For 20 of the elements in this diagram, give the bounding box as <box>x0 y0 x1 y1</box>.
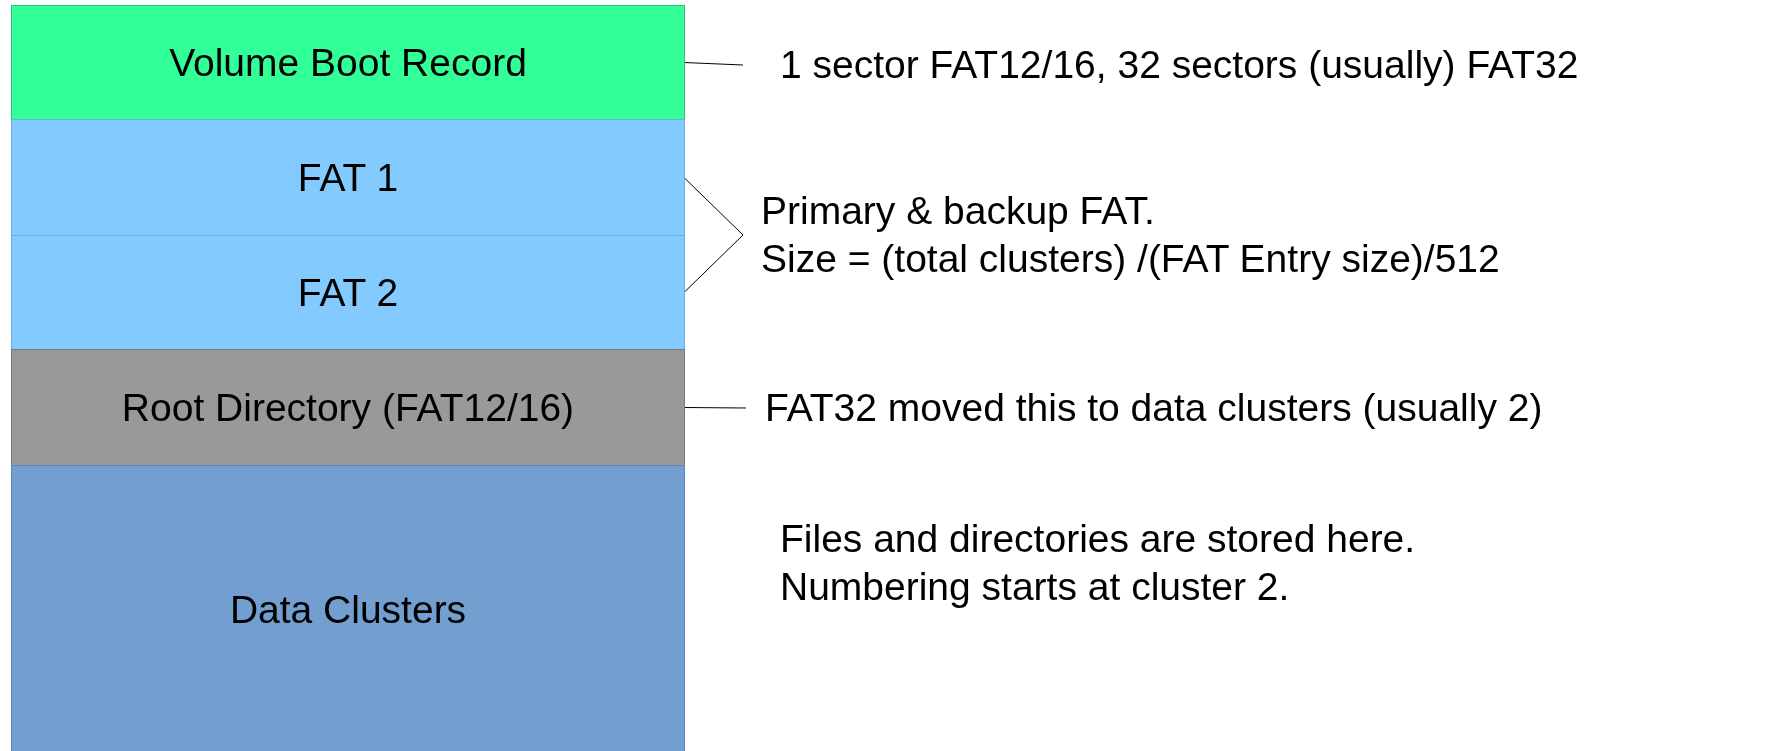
layer-block <box>11 235 685 350</box>
annotation-text: Primary & backup FAT. <box>761 188 1156 235</box>
annotation-text: Size = (total clusters) /(FAT Entry size)/512 <box>761 236 1501 282</box>
layer-block <box>11 5 685 120</box>
annotation-text: Numbering starts at cluster 2. <box>780 563 1291 610</box>
annotation-text: Files and directories are stored here. <box>780 516 1416 562</box>
connector-line <box>683 177 744 236</box>
connector-line <box>683 234 744 293</box>
layer-label: Data Clusters <box>229 587 467 634</box>
layer-label: FAT 1 <box>297 154 399 201</box>
annotation-text: 1 sector FAT12/16, 32 sectors (usually) FAT32 <box>780 42 1580 89</box>
layer-block <box>11 349 685 466</box>
layer-label: Volume Boot Record <box>169 39 527 86</box>
layer-label: FAT 2 <box>297 269 399 316</box>
layer-label: Root Directory (FAT12/16) <box>121 384 575 431</box>
connector-line <box>683 407 747 409</box>
layer-block <box>11 119 685 236</box>
connector-line <box>683 62 744 66</box>
annotation-text: FAT32 moved this to data clusters (usually 2) <box>765 385 1544 432</box>
layer-block <box>11 465 685 751</box>
